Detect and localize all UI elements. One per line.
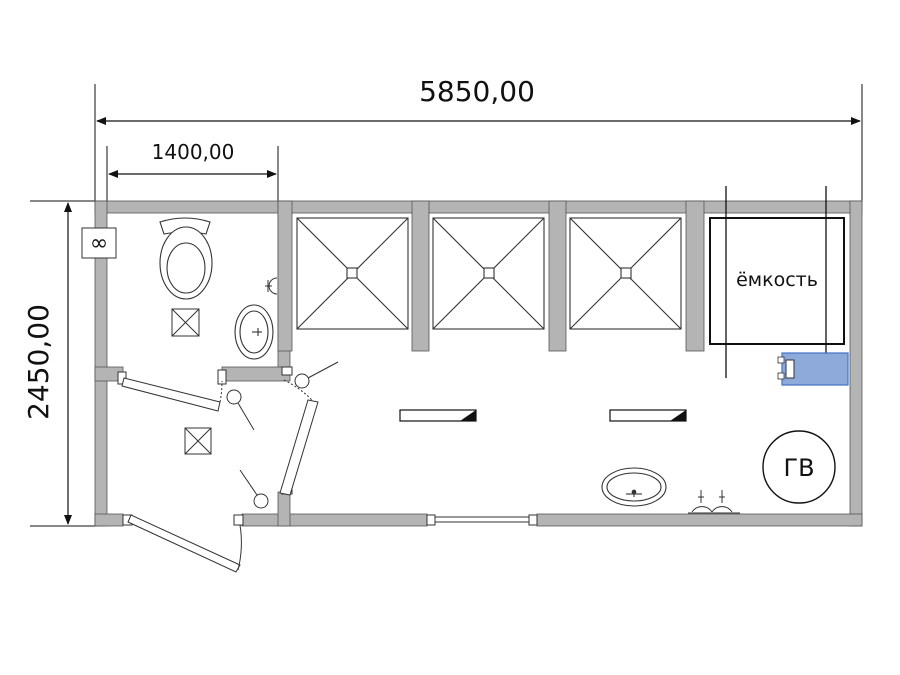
shower-tray-3 [569, 217, 682, 330]
water-tank: ёмкость [709, 186, 845, 378]
dimension-label-total-width: 5850,00 [419, 75, 535, 108]
shower-tray-1 [296, 217, 409, 330]
tank-label: ёмкость [736, 269, 818, 291]
electrical-outlet: ∞ [81, 227, 117, 259]
light-switch-1 [294, 361, 339, 389]
walls [94, 200, 863, 527]
entrance-door [122, 514, 244, 573]
shower-tray-2 [432, 217, 545, 330]
toilet-door [117, 369, 227, 412]
dimension-total-width: 5850,00 [94, 75, 863, 205]
pump-unit [777, 352, 849, 386]
water-heater-label: ГВ [783, 454, 814, 482]
shower-mixer [688, 490, 740, 514]
wall-mixer-toilet [265, 277, 278, 295]
toilet-bowl [159, 217, 213, 300]
water-heater: ГВ [762, 430, 836, 504]
dimension-total-depth: 2450,00 [22, 200, 100, 527]
light-switch-2 [226, 389, 255, 431]
sliding-door [426, 514, 538, 526]
dimension-label-total-depth: 2450,00 [22, 304, 55, 420]
radiator-1 [399, 409, 477, 422]
dimension-toilet-width: 1400,00 [106, 140, 279, 205]
floor-drain-vestibule [184, 427, 212, 455]
wash-basin-toilet [234, 304, 274, 360]
radiator-2 [609, 409, 687, 422]
wash-basin-main [601, 467, 667, 507]
light-switch-3 [239, 469, 269, 509]
floor-drain-toilet [171, 308, 200, 337]
infinity-icon: ∞ [90, 231, 108, 256]
inner-door [279, 366, 319, 496]
dimension-label-toilet-width: 1400,00 [152, 140, 235, 164]
